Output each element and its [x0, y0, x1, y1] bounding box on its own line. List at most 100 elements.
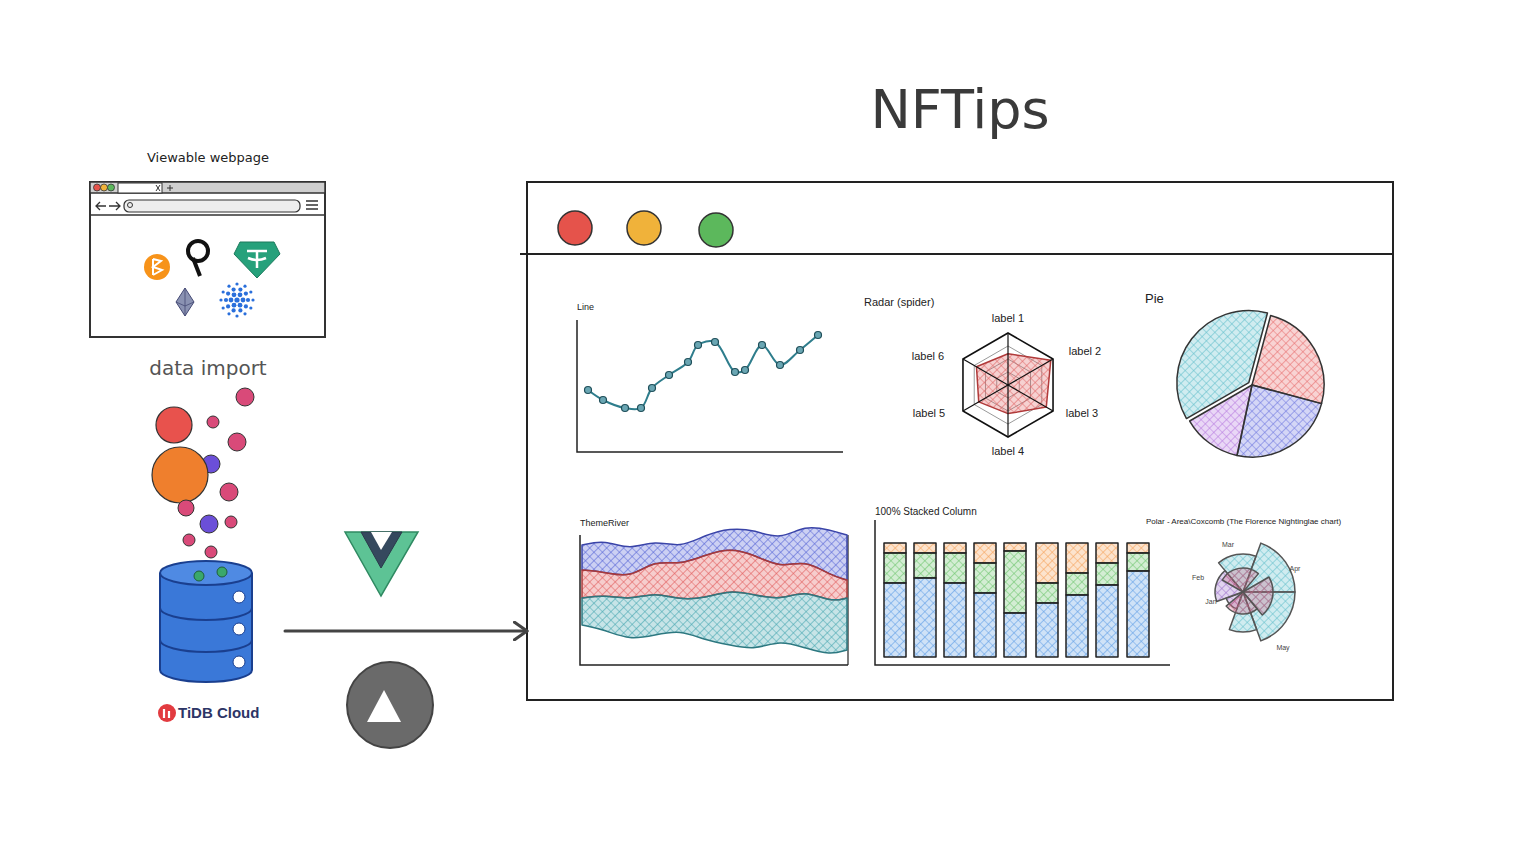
new-tab-icon — [167, 185, 173, 191]
line-point — [585, 387, 592, 394]
data-bubbles — [152, 388, 254, 558]
cardano-dot — [251, 298, 254, 301]
stacked-segment — [914, 578, 936, 657]
stacked-segment — [1096, 543, 1118, 563]
database-light — [233, 591, 245, 603]
polar-wedge — [1226, 592, 1257, 614]
cardano-icon — [219, 282, 254, 317]
line-point — [685, 359, 692, 366]
cardano-dot — [232, 308, 236, 312]
cardano-dot — [238, 303, 243, 308]
stacked-column-panel: 100% Stacked Column — [873, 505, 1173, 668]
stacked-segment — [1004, 543, 1026, 551]
stacked-segment — [1036, 603, 1058, 657]
radar-axis — [963, 385, 1008, 411]
window-title-bar — [520, 253, 1393, 255]
line-point — [649, 385, 656, 392]
stacked-segment — [884, 543, 906, 553]
line-chart-panel: Line — [575, 301, 845, 455]
axis-label: label 4 — [992, 445, 1024, 458]
line-point — [638, 405, 645, 412]
cardano-dot — [232, 292, 237, 297]
cardano-dot — [249, 290, 252, 293]
stacked-segment — [1096, 563, 1118, 585]
stacked-segment — [884, 553, 906, 583]
coin-icon-mark — [153, 259, 162, 275]
cardano-dot — [246, 298, 250, 302]
themeriver-panel: ThemeRiver — [578, 517, 853, 670]
axis-label: label 3 — [1066, 407, 1098, 420]
axis-label: label 5 — [913, 407, 945, 420]
axis-label: label 6 — [912, 350, 944, 363]
database-illustration — [158, 561, 252, 722]
data-bubble — [178, 500, 194, 516]
polar-wedge — [1226, 592, 1257, 614]
cardano-dot — [232, 303, 237, 308]
axis-label: label 2 — [1069, 345, 1101, 358]
stacked-segment — [1004, 613, 1026, 657]
stacked-segment — [914, 578, 936, 657]
river-stream — [582, 592, 847, 653]
pie-slice — [1177, 311, 1268, 419]
stacked-segment — [1036, 543, 1058, 583]
chart-title: 100% Stacked Column — [875, 506, 977, 518]
line-point — [622, 405, 629, 412]
chart-title: ThemeRiver — [580, 518, 629, 529]
browser-window: Viewable webpage — [90, 149, 326, 339]
cardano-dot — [227, 312, 230, 315]
stacked-segment — [1036, 543, 1058, 583]
chart-axis — [875, 520, 1170, 665]
line-point — [815, 332, 822, 339]
data-bubble — [152, 447, 208, 503]
database-ring — [160, 608, 252, 652]
node-heading: TiDB Cloud — [178, 704, 259, 722]
stacked-segment — [944, 583, 966, 657]
window-frame — [527, 182, 1393, 700]
graphic-g — [963, 333, 1053, 437]
cardano-dot — [222, 290, 225, 293]
river-stream — [582, 550, 847, 600]
stacked-segment — [914, 543, 936, 553]
stacked-segment — [1036, 583, 1058, 603]
line-point — [777, 362, 784, 369]
pie-chart-panel: Pie — [1143, 290, 1343, 470]
radar-axis — [1007, 333, 1008, 385]
framework-logo — [347, 662, 433, 748]
stacked-segment — [1127, 553, 1149, 571]
radar-axis — [963, 359, 1008, 385]
data-bubble — [217, 567, 227, 577]
browser-tab-bar — [90, 182, 325, 193]
cardano-dot — [229, 298, 234, 303]
river-stream — [582, 550, 847, 600]
coin-icon — [144, 254, 170, 280]
browser-divider — [90, 214, 325, 216]
line-series — [588, 335, 818, 409]
stacked-segment — [1127, 553, 1149, 571]
cardano-dot — [235, 314, 238, 317]
stacked-segment — [1096, 585, 1118, 657]
cardano-dot — [244, 291, 248, 295]
graphic-g — [585, 332, 822, 412]
radar-axis — [1008, 359, 1053, 385]
ethereum-icon — [176, 288, 194, 316]
tab-close-icon — [156, 185, 160, 191]
stacked-segment — [974, 543, 996, 563]
stacked-segment — [914, 553, 936, 578]
stacked-segment — [1004, 543, 1026, 551]
line-point — [759, 342, 766, 349]
month-label: Feb — [1192, 574, 1204, 582]
stacked-segment — [1066, 543, 1088, 573]
cardano-dot — [226, 291, 230, 295]
data-bubble — [236, 388, 254, 406]
nft-logo — [188, 241, 208, 261]
stacked-segment — [1004, 551, 1026, 613]
stacked-segment — [884, 583, 906, 657]
stacked-segment — [1066, 595, 1088, 657]
line-point — [742, 367, 749, 374]
cardano-dot — [238, 292, 243, 297]
data-bubble — [205, 546, 217, 558]
browser-illustration — [90, 182, 325, 337]
database-light — [233, 623, 245, 635]
stacked-segment — [944, 553, 966, 583]
axis-label: label 1 — [992, 312, 1024, 325]
